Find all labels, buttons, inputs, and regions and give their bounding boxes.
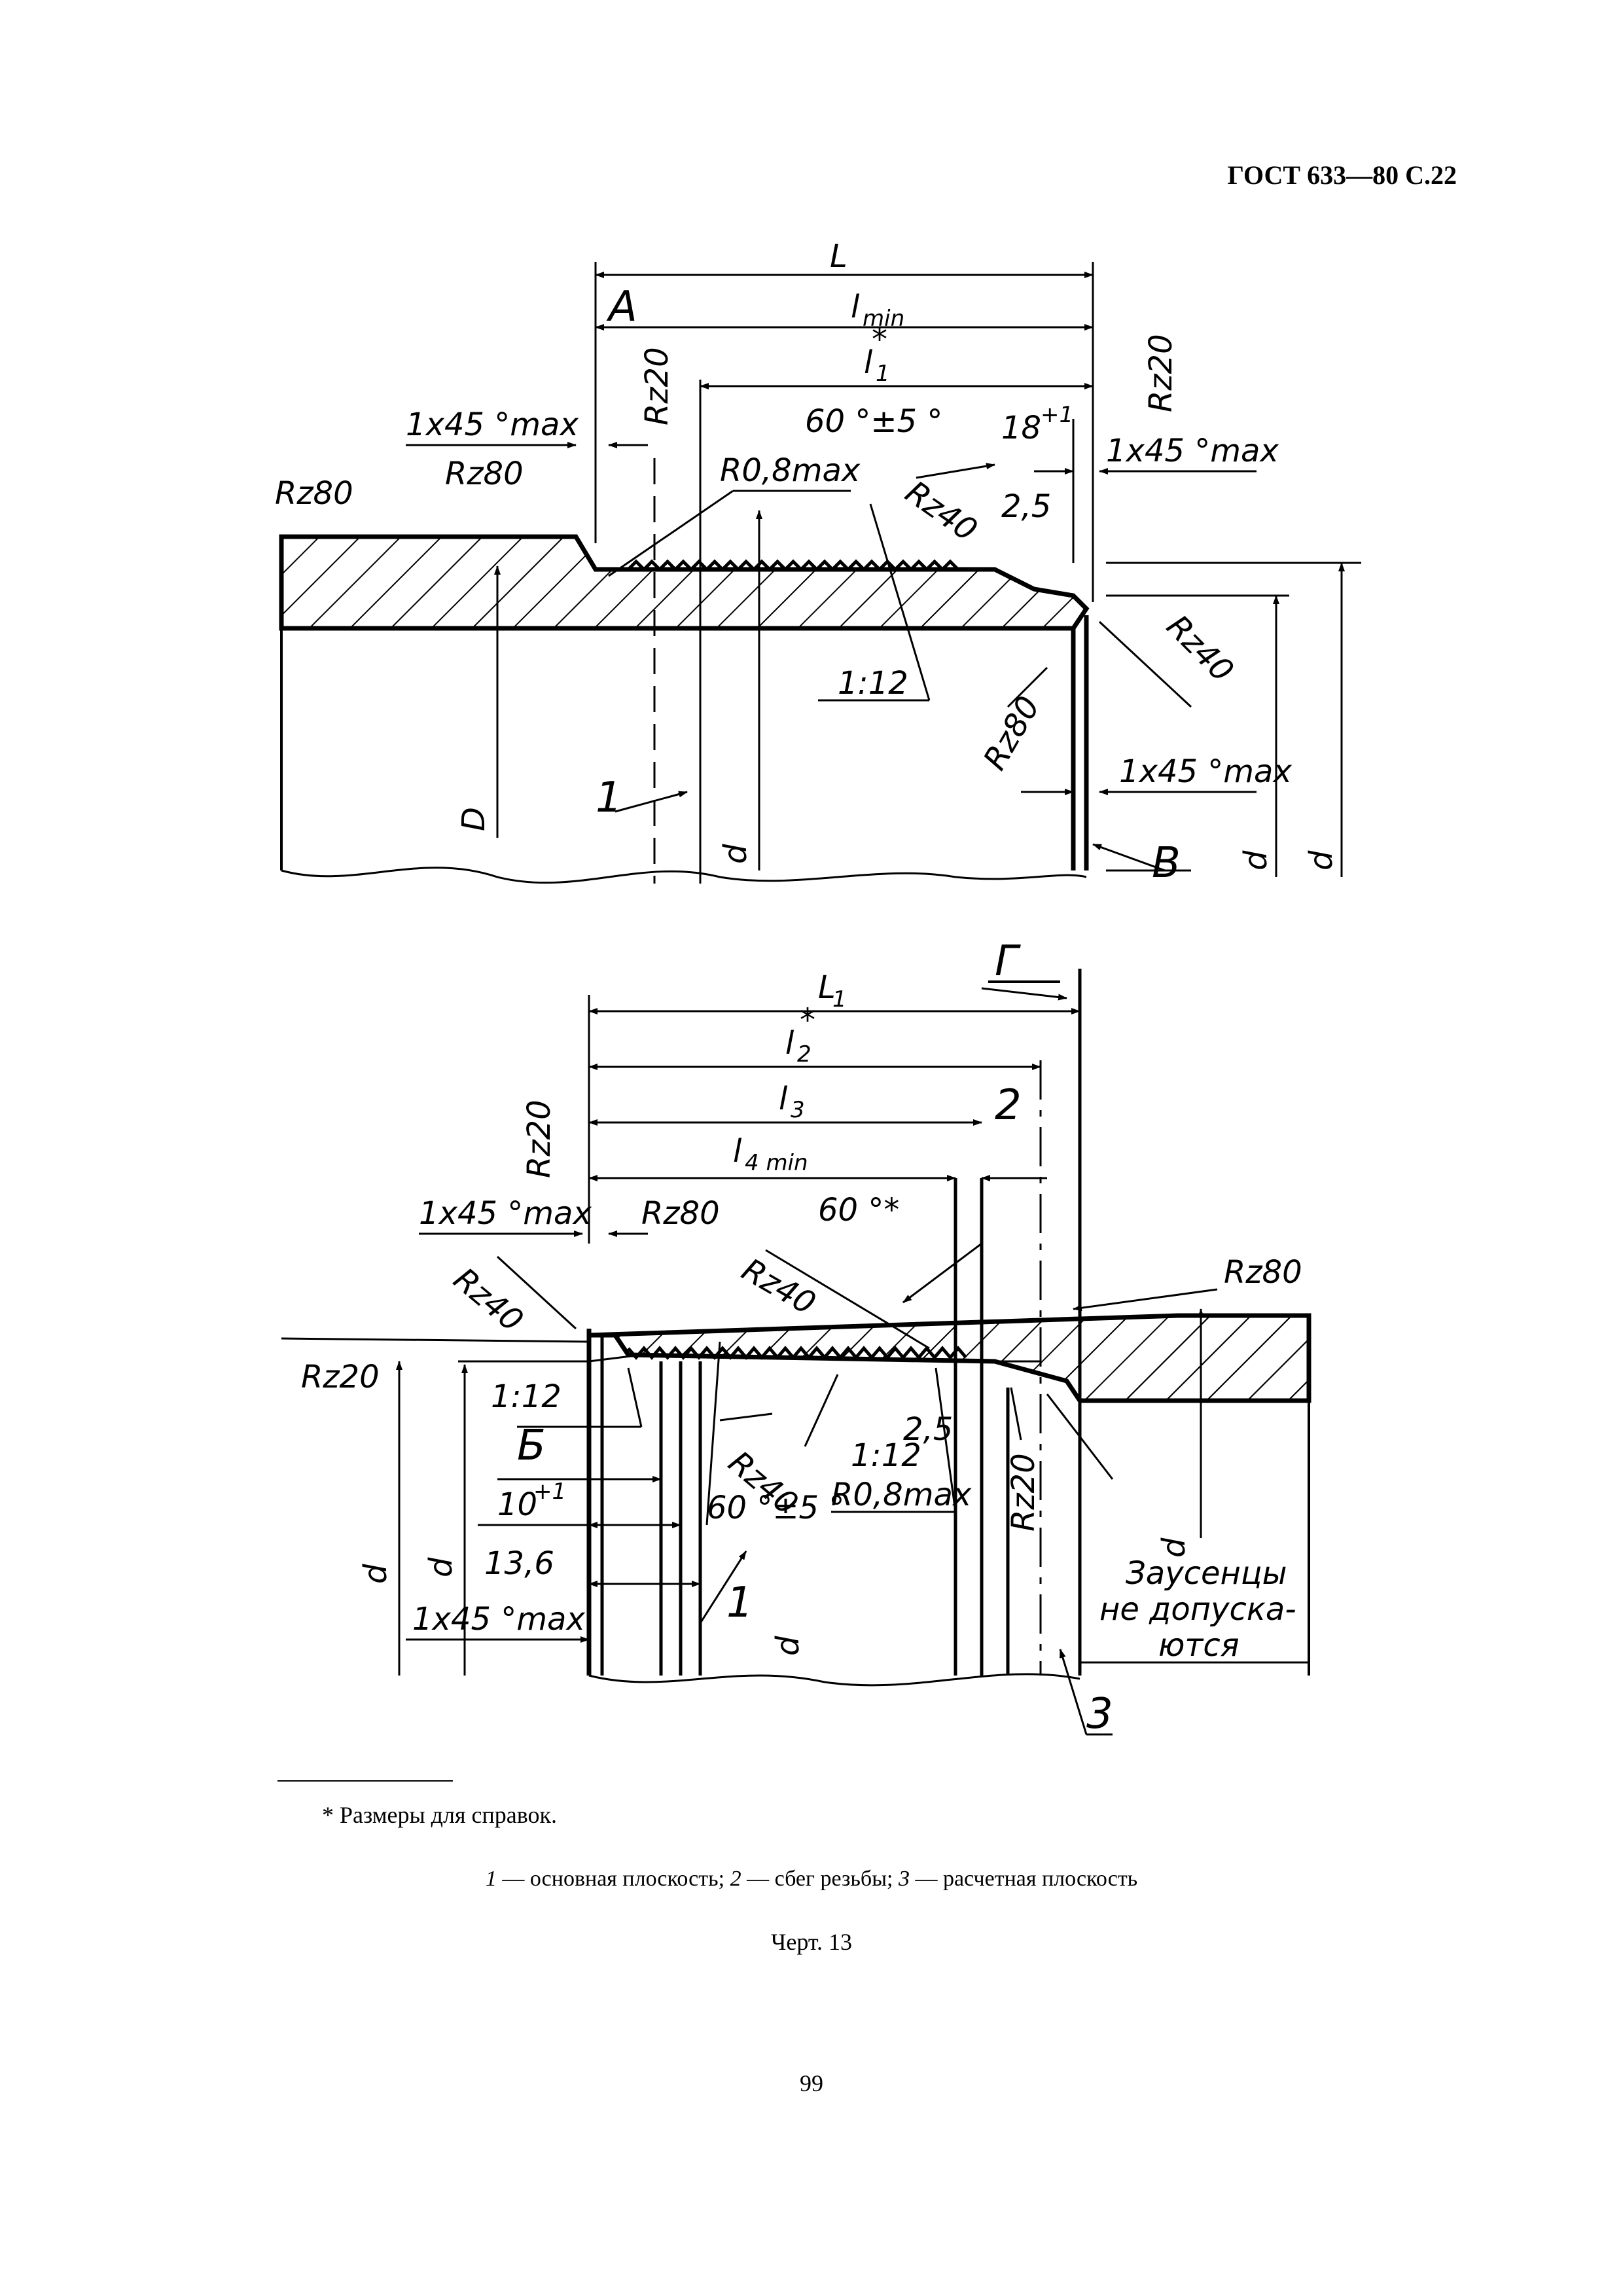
rz40-chamfer: Rz40	[446, 1261, 530, 1339]
taper-b: 1:12	[851, 1437, 921, 1474]
dim-l3: l	[779, 1081, 788, 1117]
dim-l4-sub: 4 min	[745, 1150, 808, 1176]
legend-num-1: 1	[485, 1867, 497, 1891]
dim-13-6: 13,6	[484, 1545, 554, 1582]
view-B-cyr: Б	[517, 1422, 546, 1470]
bottom-thread-profile	[627, 1346, 967, 1360]
legend-text-3: — расчетная плоскость	[910, 1867, 1138, 1891]
dim-l-min: l	[851, 289, 860, 325]
rz40-flank: Rz40	[736, 1251, 822, 1322]
angle-tol: 60 °±5 °	[707, 1490, 844, 1526]
chamfer-left: 1x45 °max	[406, 406, 579, 443]
rz20-outer: Rz20	[301, 1359, 380, 1395]
chamfer-bore: 1x45 °max	[1119, 753, 1292, 790]
taper-ratio: 1:12	[838, 665, 908, 702]
footnote: * Размеры для справок.	[322, 1802, 557, 1828]
note-burrs-2: не допуска-	[1099, 1591, 1296, 1628]
dim-l-min-sub: min	[863, 306, 904, 332]
top-drawing-text: L l min l 1 * A Rz20 Rz20 1x45 °max Rz80…	[275, 238, 1340, 888]
dim-10: 10	[497, 1486, 537, 1523]
dim-2-5: 2,5	[903, 1411, 953, 1448]
rz80-outer: Rz80	[275, 475, 353, 512]
top-break-line	[281, 867, 1087, 884]
note-burrs-1: Заусенцы	[1126, 1555, 1287, 1592]
dim-l3-sub: 3	[791, 1097, 805, 1123]
dim-L: L	[830, 238, 847, 275]
bottom-drawing-text: L 1 Г l 2 * l 3 2 Rz20 l 4 min 1x45 °max…	[301, 937, 1302, 1738]
chamfer-bottom: 1x45 °max	[412, 1601, 585, 1638]
dim-18-tol: +1	[1041, 402, 1073, 428]
rz40-end: Rz40	[1160, 608, 1241, 689]
dia-D1: D	[455, 807, 492, 831]
dim-l1-sub: 1	[876, 361, 890, 387]
dim-l2: l	[785, 1025, 794, 1062]
dim-18: 18	[1001, 410, 1041, 446]
legend-text-2: — сбег резьбы;	[741, 1867, 899, 1891]
dia-d-bn: d	[717, 844, 754, 864]
dim-l4: l	[733, 1133, 742, 1170]
bottom-drawing	[281, 969, 1311, 1736]
dia-d-bn: d	[770, 1636, 806, 1656]
dim-10-tol: +1	[533, 1479, 566, 1505]
runout-2-label: 2	[995, 1081, 1022, 1130]
dia-d0: d	[357, 1564, 394, 1584]
rz80-chamfer: Rz80	[641, 1195, 720, 1232]
view-A: A	[606, 283, 637, 331]
top-drawing	[279, 262, 1361, 884]
chamfer-right: 1x45 °max	[1106, 433, 1279, 469]
page-number: 99	[800, 2070, 823, 2096]
bottom-break-line	[588, 1673, 1080, 1687]
dia-d3: d	[423, 1557, 459, 1577]
root-radius: R0,8max	[720, 452, 861, 489]
bottom-wall-section-right	[1080, 1313, 1311, 1403]
plane-1-label: 1	[596, 774, 622, 822]
rz40-flank: Rz40	[899, 474, 984, 548]
plane-3-label: 3	[1086, 1690, 1113, 1738]
legend-text-1: — основная плоскость;	[496, 1867, 730, 1891]
top-thread-profile	[627, 559, 959, 572]
note-burrs-3: ются	[1158, 1627, 1240, 1664]
view-G: Г	[995, 937, 1021, 986]
rz80-outer: Rz80	[1224, 1254, 1302, 1291]
dia-d2: d	[1238, 850, 1274, 870]
rz20-face: Rz20	[521, 1100, 558, 1178]
dim-l2-star: *	[800, 1002, 815, 1039]
dia-d1: d	[1303, 850, 1340, 870]
dim-L1-sub: 1	[832, 986, 847, 1013]
rz20-left: Rz20	[639, 347, 675, 425]
angle-60: 60 °*	[818, 1192, 899, 1229]
root-radius: R0,8max	[831, 1477, 972, 1513]
top-wall-section	[279, 534, 1090, 631]
rz80-chamfer: Rz80	[445, 456, 524, 492]
figure-legend: 1 — основная плоскость; 2 — сбег резьбы;…	[0, 1867, 1623, 1892]
dia-d-upl: d	[1156, 1537, 1192, 1558]
rz80-bore: Rz80	[976, 690, 1047, 776]
taper-a: 1:12	[491, 1378, 562, 1415]
thread-angle: 60 °±5 °	[805, 403, 942, 440]
document-header: ГОСТ 633—80 С.22	[1227, 160, 1457, 190]
dim-2-5: 2,5	[1001, 488, 1051, 525]
rz20-right: Rz20	[1143, 334, 1179, 412]
dim-L1: L	[818, 969, 836, 1006]
rz20-lower: Rz20	[1005, 1453, 1042, 1532]
legend-num-3: 3	[899, 1867, 910, 1891]
dim-l1-star: *	[872, 321, 887, 358]
figure-caption: Черт. 13	[771, 1929, 852, 1955]
legend-num-2: 2	[730, 1867, 741, 1891]
dim-l2-sub: 2	[797, 1041, 812, 1067]
view-B: B	[1152, 839, 1181, 888]
dim-l1: l	[864, 344, 873, 381]
plane-1-label: 1	[726, 1579, 753, 1627]
chamfer-top: 1x45 °max	[419, 1195, 592, 1232]
footnote-rule	[277, 1780, 453, 1782]
